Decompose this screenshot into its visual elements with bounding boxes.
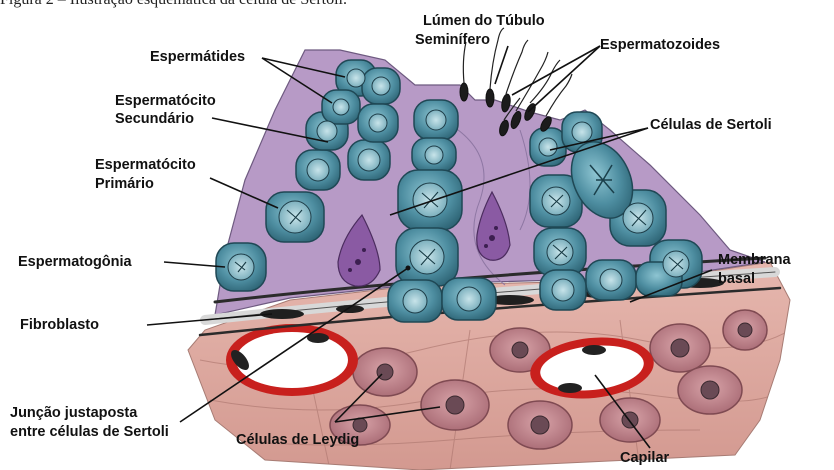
label-espermatocito-primario-line1: Espermatócito	[95, 157, 196, 174]
capillary-left	[226, 324, 358, 396]
label-espermatogonia: Espermatogônia	[18, 254, 132, 271]
figure-caption: Figura 2 – Ilustração esquemática da cél…	[0, 0, 347, 9]
label-espermatocito-secundario-line1: Espermatócito	[115, 93, 216, 110]
label-espermatocito-secundario-line2: Secundário	[115, 111, 194, 128]
label-fibroblasto: Fibroblasto	[20, 317, 99, 334]
label-juncao-line2: entre células de Sertoli	[10, 424, 169, 441]
label-lumen-line2: Seminífero	[415, 32, 490, 49]
label-capilar: Capilar	[620, 450, 669, 467]
label-espermatides: Espermátides	[150, 49, 245, 66]
label-membrana-basal-line2: basal	[718, 271, 755, 288]
label-espermatozoides: Espermatozoides	[600, 37, 720, 54]
label-lumen-line1: Lúmen do Túbulo	[423, 13, 545, 30]
label-membrana-basal-line1: Membrana	[718, 252, 791, 269]
sperm-head	[460, 83, 468, 101]
label-celulas-de-sertoli: Células de Sertoli	[650, 117, 772, 134]
label-juncao-line1: Junção justaposta	[10, 405, 137, 422]
label-espermatocito-primario-line2: Primário	[95, 176, 154, 193]
label-celulas-de-leydig: Células de Leydig	[236, 432, 359, 449]
sperm-head	[486, 89, 494, 107]
